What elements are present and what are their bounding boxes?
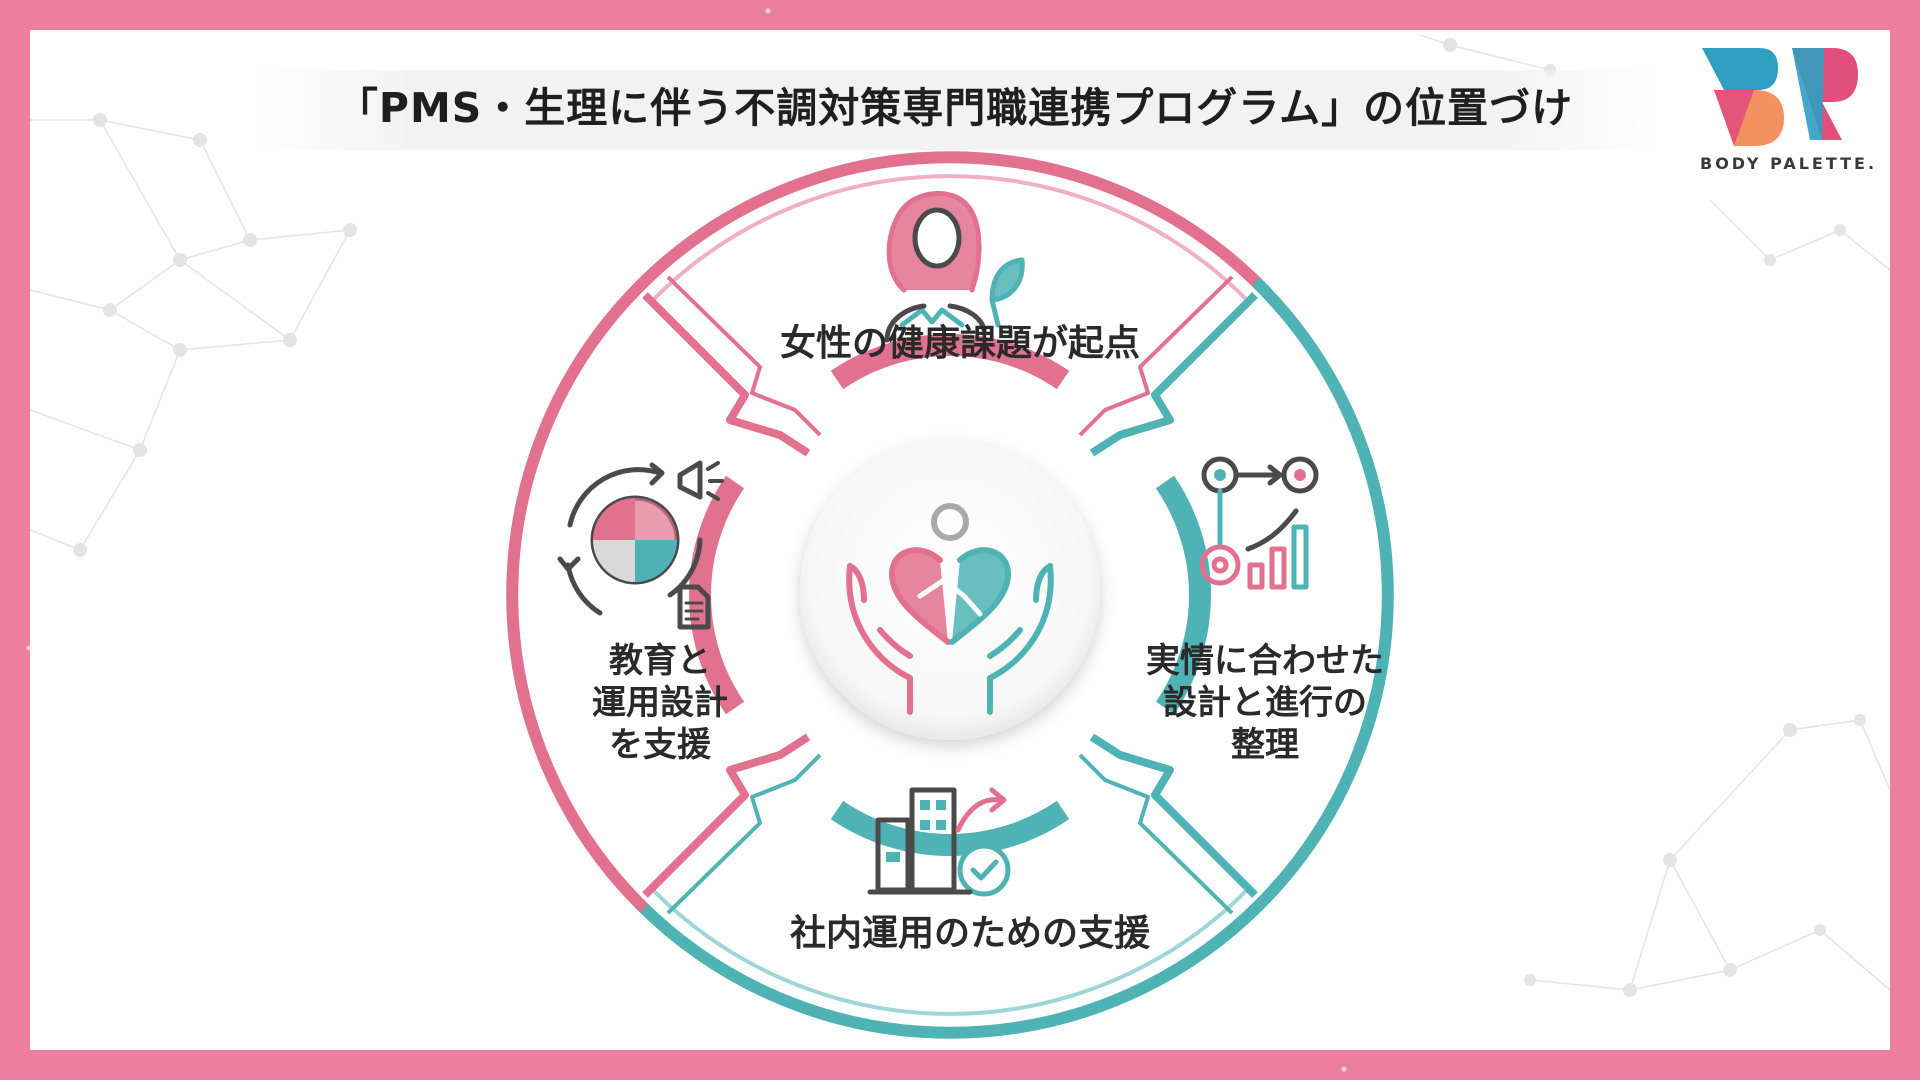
segment-label-left-line-3: を支援 [609,725,711,765]
outer-arc-top [634,151,1266,292]
segment-label-right-line-1: 実情に合わせた [1146,641,1384,681]
segment-label-bottom: 社内運用のための支援 [789,913,1150,954]
segment-label-left-line-2: 運用設計 [592,683,728,723]
outer-arc-left [506,279,647,911]
spoke-top-right [1089,292,1258,457]
segment-label-left-line-1: 教育と [609,641,711,681]
segment-label-right-line-2: 設計と進行の [1163,683,1367,723]
building-check-icon [867,787,1011,897]
outer-arc-right [1253,279,1394,911]
program-wheel-diagram [506,151,1394,1039]
woman-leaf-icon [884,191,1025,343]
outer-arc-bottom [634,898,1266,1039]
hands-heart-handshake-icon [846,503,1054,715]
center-disc [800,440,1100,740]
page-title: 「PMS・生理に伴う不調対策専門職連携プログラム」の位置づけ [336,84,1574,132]
segment-label-right: 実情に合わせた 設計と進行の 整理 [1145,640,1385,766]
inner-ring [689,334,1211,856]
title-band [250,70,1660,150]
spoke-bottom-right [1089,733,1258,898]
brand-name: BODY PALETTE. [1700,154,1878,173]
segment-label-top: 女性の健康課題が起点 [779,323,1140,364]
spokes [642,275,1258,915]
body-palette-logo [1702,48,1858,146]
outer-ring [506,151,1394,1039]
segment-label-right-line-3: 整理 [1231,725,1299,765]
spoke-top-left [642,292,811,457]
spoke-bottom-left [642,733,811,898]
segment-label-left: 教育と 運用設計 を支援 [560,640,760,766]
puzzle-megaphone-icon [557,460,724,630]
gear-target-chart-icon [1199,456,1319,590]
